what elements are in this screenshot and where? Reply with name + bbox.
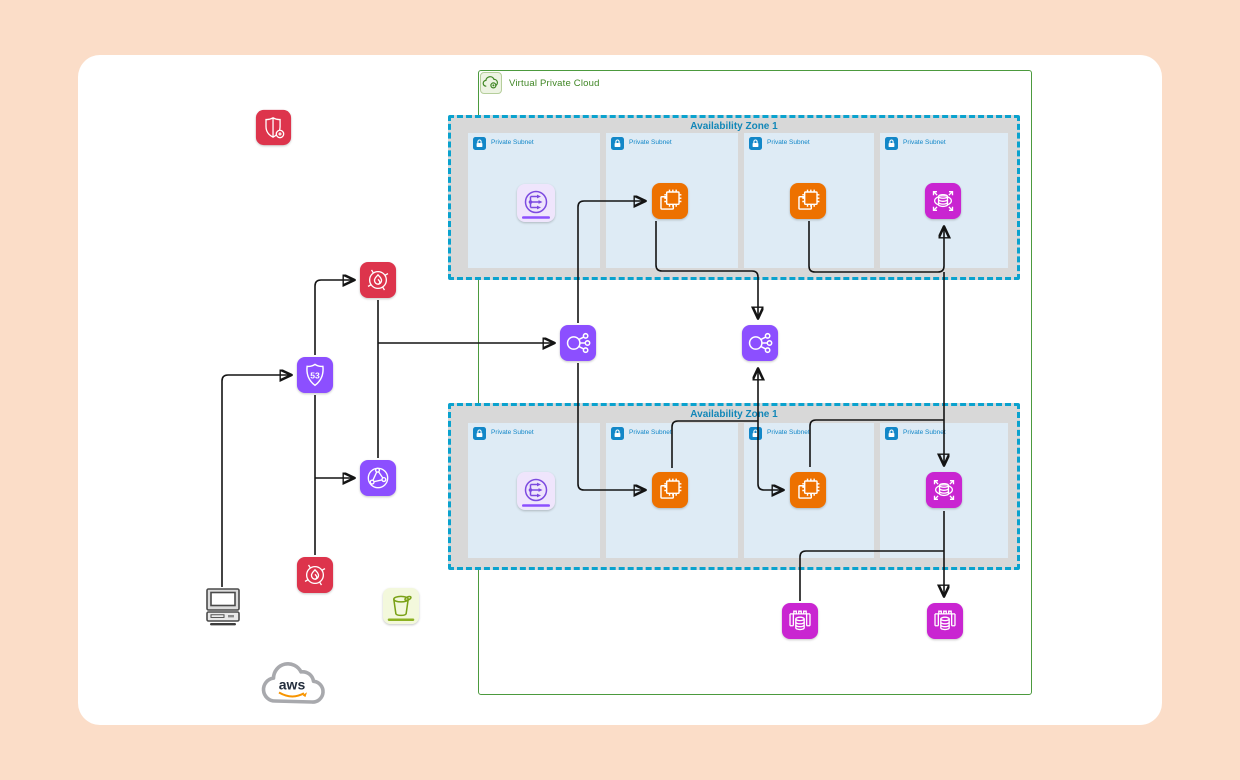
subnet-lock-icon — [749, 427, 762, 440]
aws-cloud-logo: aws — [255, 657, 331, 716]
s3-bucket-icon[interactable] — [382, 587, 420, 630]
load-balancer-icon[interactable] — [741, 324, 779, 367]
subnet-lock-icon — [473, 427, 486, 440]
az-title: Availability Zone 1 — [690, 121, 778, 132]
subnet-label: Private Subnet — [767, 139, 810, 146]
elasticache-icon[interactable] — [925, 471, 963, 514]
ec2-instance-icon[interactable] — [651, 182, 689, 225]
cloudfront-icon[interactable] — [359, 459, 397, 502]
subnet-lock-icon — [885, 427, 898, 440]
security-shield-plus-icon[interactable] — [255, 109, 292, 151]
waf-firewall-icon[interactable] — [359, 261, 397, 304]
subnet-label: Private Subnet — [629, 139, 672, 146]
vpc-cloud-icon — [480, 72, 502, 94]
az-title: Availability Zone 1 — [690, 409, 778, 420]
elastic-load-balancing-icon[interactable] — [516, 183, 556, 228]
subnet-lock-icon — [611, 427, 624, 440]
vpc-header: Virtual Private Cloud — [480, 72, 600, 94]
subnet-label: Private Subnet — [767, 429, 810, 436]
aws-logo-text: aws — [279, 677, 306, 693]
subnet-lock-icon — [473, 137, 486, 150]
route-53-icon[interactable]: 53 — [296, 356, 334, 399]
client-computer-icon[interactable] — [202, 587, 246, 632]
rds-database-icon[interactable] — [781, 602, 819, 645]
subnet-label: Private Subnet — [903, 429, 946, 436]
subnet-label: Private Subnet — [629, 429, 672, 436]
elastic-load-balancing-icon[interactable] — [516, 471, 556, 516]
subnet-label: Private Subnet — [491, 139, 534, 146]
subnet-lock-icon — [749, 137, 762, 150]
subnet-lock-icon — [885, 137, 898, 150]
ec2-instance-icon[interactable] — [789, 182, 827, 225]
elasticache-icon[interactable] — [924, 182, 962, 225]
load-balancer-icon[interactable] — [559, 324, 597, 367]
waf-firewall-icon[interactable] — [296, 556, 334, 599]
ec2-instance-icon[interactable] — [789, 471, 827, 514]
ec2-instance-icon[interactable] — [651, 471, 689, 514]
vpc-label: Virtual Private Cloud — [509, 77, 600, 89]
vpc-container[interactable]: Virtual Private Cloud — [478, 70, 1032, 695]
subnet-label: Private Subnet — [491, 429, 534, 436]
route53-badge-text: 53 — [310, 370, 320, 380]
subnet-label: Private Subnet — [903, 139, 946, 146]
rds-database-icon[interactable] — [926, 602, 964, 645]
subnet-lock-icon — [611, 137, 624, 150]
